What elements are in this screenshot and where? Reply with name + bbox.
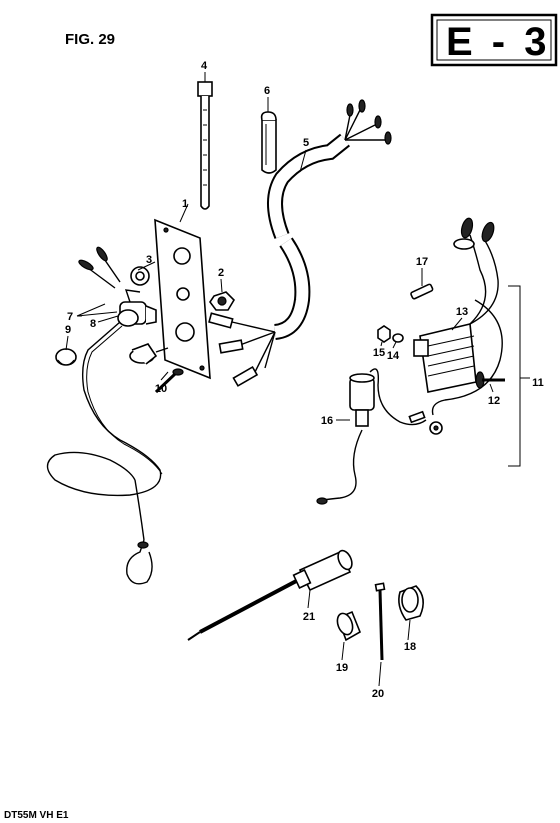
bolt bbox=[475, 371, 505, 389]
callout-18: 18 bbox=[404, 641, 416, 653]
sensor-switch bbox=[316, 368, 427, 505]
fuse bbox=[410, 283, 434, 300]
callout-12: 12 bbox=[488, 395, 500, 407]
long-bolt bbox=[374, 582, 386, 661]
wiring-harness bbox=[208, 99, 392, 387]
callout-4: 4 bbox=[201, 60, 208, 72]
callout-8: 8 bbox=[90, 318, 96, 330]
figure-label: FIG. 29 bbox=[65, 31, 115, 48]
callout-21: 21 bbox=[303, 611, 315, 623]
callout-7: 7 bbox=[67, 311, 73, 323]
callout-19: 19 bbox=[336, 662, 348, 674]
screw bbox=[154, 368, 184, 394]
section-code-box: E - 3 bbox=[430, 13, 558, 67]
callout-5: 5 bbox=[303, 137, 309, 149]
section-code: E - 3 bbox=[446, 20, 550, 64]
callout-10: 10 bbox=[155, 383, 167, 395]
probe bbox=[187, 549, 353, 641]
callout-2: 2 bbox=[218, 267, 224, 279]
callout-13: 13 bbox=[456, 306, 468, 318]
callout-1: 1 bbox=[182, 198, 188, 210]
callout-3: 3 bbox=[146, 254, 152, 266]
callout-11: 11 bbox=[532, 377, 544, 389]
callout-6: 6 bbox=[264, 85, 270, 97]
callout-numbers: 1 2 3 4 5 6 7 8 9 10 11 12 13 14 15 16 1… bbox=[65, 60, 544, 700]
indicator-lamp bbox=[129, 343, 169, 365]
bushing bbox=[336, 610, 362, 642]
lanyard-cord bbox=[46, 321, 163, 585]
callout-14: 14 bbox=[387, 350, 400, 362]
switch-panel-plate bbox=[154, 218, 211, 380]
callout-15: 15 bbox=[373, 347, 385, 359]
rectifier bbox=[413, 217, 503, 435]
leader-lines bbox=[65, 72, 494, 687]
nut bbox=[377, 325, 391, 343]
grommet bbox=[130, 266, 150, 286]
callout-16: 16 bbox=[321, 415, 333, 427]
assembly-bracket bbox=[508, 285, 530, 467]
switch-cap bbox=[55, 348, 77, 366]
cable-tie bbox=[197, 81, 213, 210]
callout-17: 17 bbox=[416, 256, 428, 268]
sleeve bbox=[398, 585, 424, 621]
callout-20: 20 bbox=[372, 688, 384, 700]
stop-switch bbox=[78, 246, 157, 327]
wire-clip bbox=[260, 111, 277, 174]
washer bbox=[392, 333, 404, 343]
callout-9: 9 bbox=[65, 324, 71, 336]
lock-nut bbox=[209, 291, 236, 311]
model-code: DT55M VH E1 bbox=[4, 810, 69, 821]
